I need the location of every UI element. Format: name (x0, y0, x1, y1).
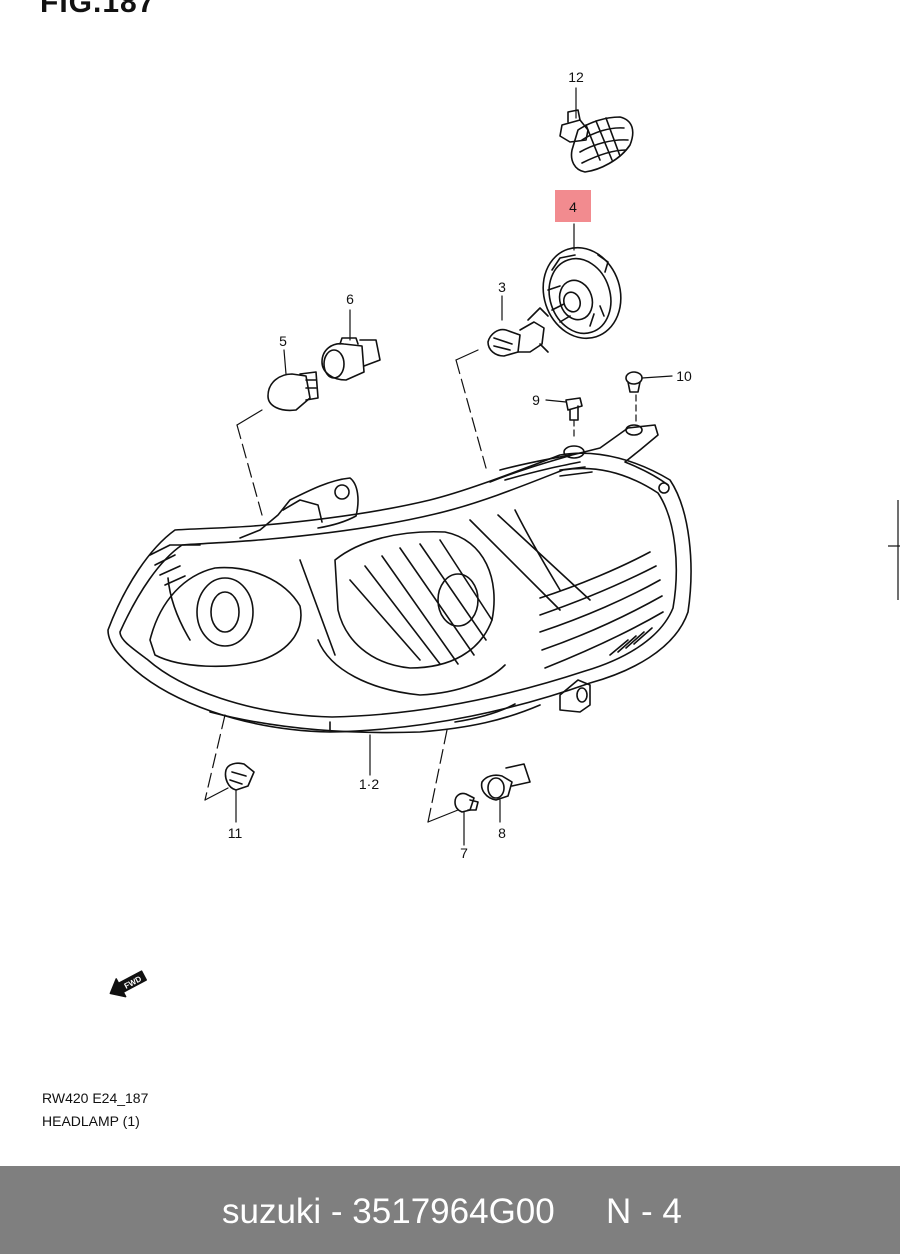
callout-8: 8 (498, 825, 506, 841)
leader-lines (204, 87, 673, 846)
screw-9 (565, 397, 583, 421)
wedge-bulb (454, 792, 479, 813)
callout-4: 4 (569, 199, 577, 215)
callout-9: 9 (532, 392, 540, 408)
bottom-bar: suzuki - 3517964G00 N - 4 (0, 1166, 900, 1254)
edge-marks (888, 500, 900, 600)
headlamp-diagram: 12 4 3 6 5 9 10 1·2 11 7 8 FWD (107, 69, 900, 998)
position-label: N - 4 (606, 1192, 682, 1231)
bulb-cover-cap (542, 246, 622, 340)
callout-11: 11 (228, 825, 243, 841)
callout-3: 3 (498, 279, 506, 295)
fwd-arrow-icon: FWD (109, 970, 147, 998)
highlight-box-4 (555, 190, 591, 222)
clip-10 (625, 371, 643, 393)
side-marker-lamp (559, 109, 634, 173)
callout-1-2: 1·2 (359, 776, 379, 792)
brand-part-number: suzuki - 3517964G00 (222, 1192, 555, 1231)
diagram-reference-code: RW420 E24_187 (42, 1090, 149, 1106)
callout-12: 12 (568, 69, 584, 85)
callout-10: 10 (676, 368, 692, 384)
figure-header: FIG.187 (40, 0, 156, 19)
headlamp-housing (107, 424, 692, 734)
bulb-socket (321, 337, 381, 381)
halogen-bulb (487, 307, 549, 357)
callout-6: 6 (346, 291, 354, 307)
callout-7: 7 (460, 845, 468, 861)
diagram-title: HEADLAMP (1) (42, 1113, 140, 1129)
amber-bulb (267, 371, 319, 412)
bulb-socket-8 (480, 763, 531, 801)
bulb-socket-11 (224, 762, 255, 791)
callout-5: 5 (279, 333, 287, 349)
